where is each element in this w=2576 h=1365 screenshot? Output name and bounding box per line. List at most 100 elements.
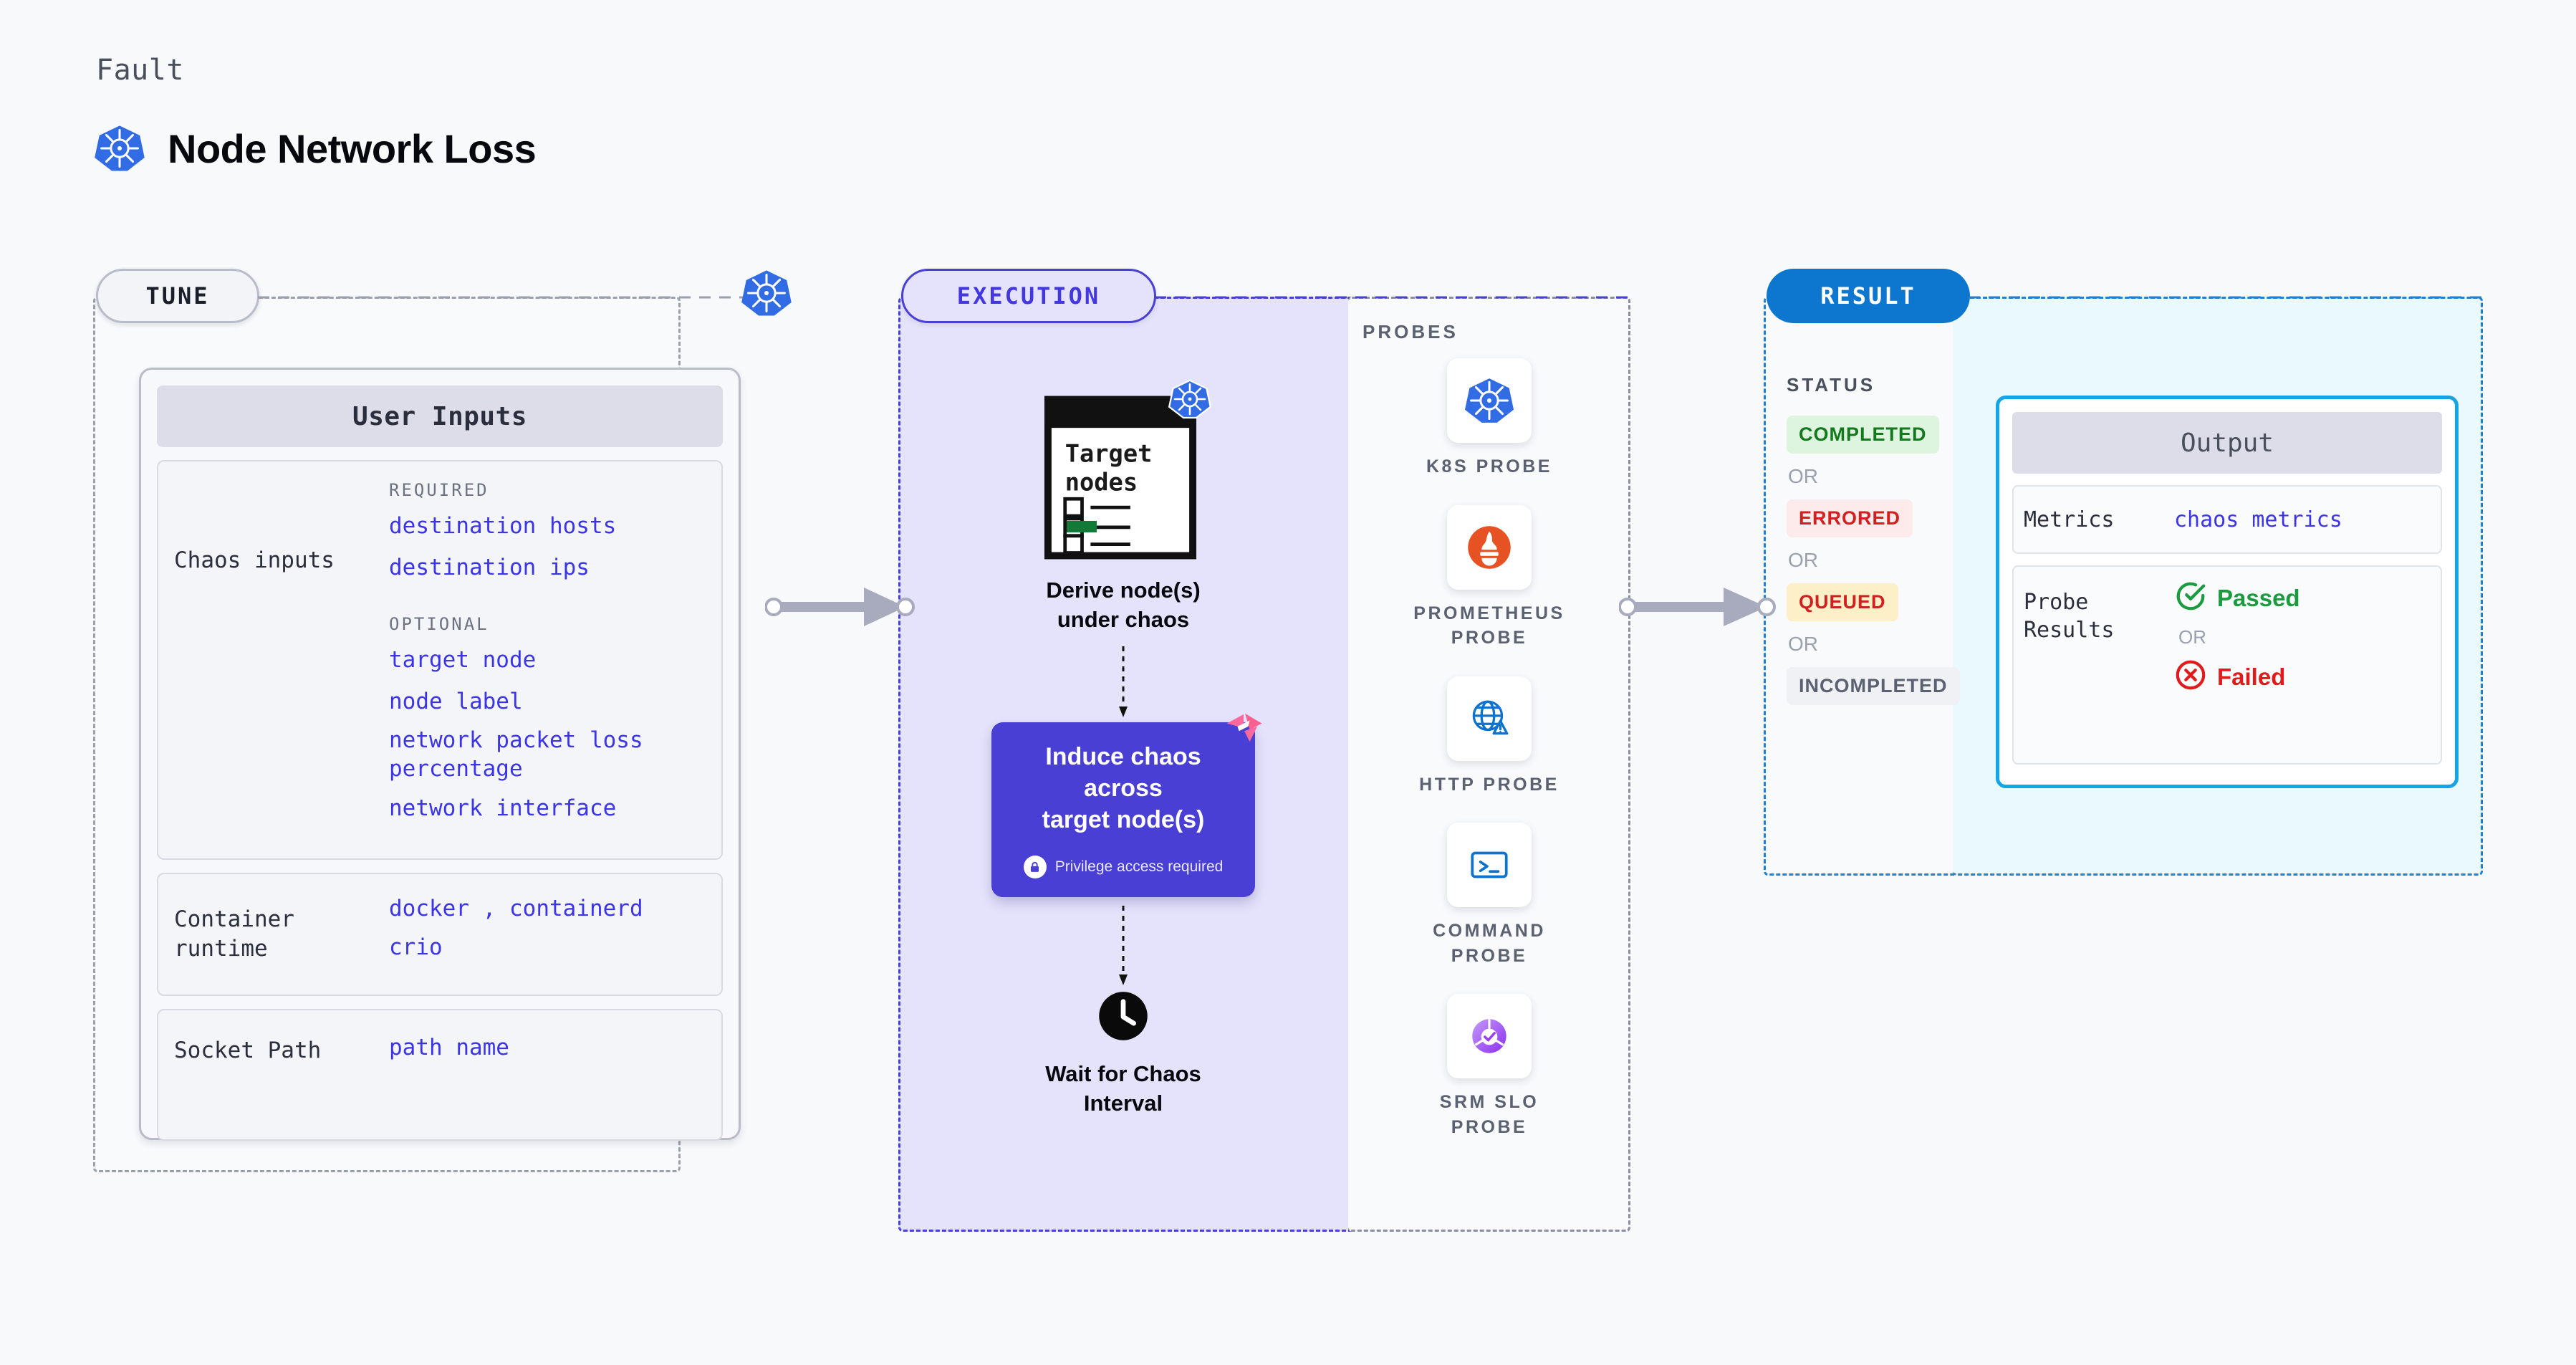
chaos-inputs-section: Chaos inputs REQUIRED destination hosts … bbox=[157, 460, 723, 860]
probe-label-http: HTTP PROBE bbox=[1419, 772, 1559, 798]
input-target-node[interactable]: target node bbox=[389, 646, 537, 673]
probe-k8s-line1: K8S PROBE bbox=[1426, 456, 1552, 476]
failed-label: Failed bbox=[2217, 663, 2286, 690]
terminal-icon bbox=[1447, 823, 1532, 907]
stage-label-result[interactable]: RESULT bbox=[1767, 269, 1970, 323]
probe-results-label-line2: Results bbox=[2024, 618, 2115, 643]
kubernetes-icon bbox=[1167, 376, 1213, 422]
green-progress-bar bbox=[1067, 521, 1097, 532]
runtime-docker[interactable]: docker bbox=[389, 895, 469, 921]
connector-tune-to-execution bbox=[765, 582, 915, 632]
connector-execution-to-result bbox=[1619, 582, 1777, 632]
status-list: COMPLETED OR ERRORED OR QUEUED OR INCOMP… bbox=[1787, 416, 1994, 705]
probe-prom-line2: PROBE bbox=[1451, 628, 1528, 648]
probe-item-http[interactable]: HTTP PROBE bbox=[1396, 676, 1582, 798]
kubernetes-icon bbox=[93, 122, 146, 175]
runtime-crio[interactable]: crio bbox=[389, 934, 443, 960]
probes-list: K8S PROBE PROMETHEUS PROBE bbox=[1348, 358, 1630, 1139]
derive-nodes-step: Target nodes bbox=[1042, 379, 1211, 562]
induce-chaos-title: Induce chaos across target node(s) bbox=[1007, 741, 1239, 836]
runtime-separator: , bbox=[482, 895, 496, 921]
status-badge-errored[interactable]: ERRORED bbox=[1787, 499, 1913, 537]
http-globe-icon bbox=[1447, 676, 1532, 761]
svg-text:nodes: nodes bbox=[1065, 468, 1138, 496]
metrics-value[interactable]: chaos metrics bbox=[2174, 507, 2342, 532]
page-title: Node Network Loss bbox=[168, 125, 537, 171]
probe-result-passed: Passed bbox=[2174, 580, 2431, 616]
status-badge-incompleted[interactable]: INCOMPLETED bbox=[1787, 667, 1960, 705]
probe-label-srm-slo: SRM SLO PROBE bbox=[1440, 1090, 1539, 1139]
privilege-note-row: Privilege access required bbox=[1023, 856, 1224, 879]
probe-prom-line1: PROMETHEUS bbox=[1413, 603, 1565, 623]
probe-results-row: Probe Results Passed OR bbox=[2012, 565, 2442, 765]
status-or-2: OR bbox=[1788, 549, 1818, 571]
required-kicker: REQUIRED bbox=[389, 480, 489, 500]
probe-label-k8s: K8S PROBE bbox=[1426, 454, 1552, 479]
input-network-interface[interactable]: network interface bbox=[389, 795, 617, 821]
flow-arrow-2 bbox=[1119, 906, 1128, 986]
result-pill-connector bbox=[1969, 294, 2484, 300]
status-or-3: OR bbox=[1788, 633, 1818, 655]
probe-cmd-line2: PROBE bbox=[1451, 945, 1528, 966]
user-inputs-title: User Inputs bbox=[157, 385, 723, 447]
container-runtime-label: Container runtime bbox=[174, 906, 294, 962]
input-network-packet-loss-percentage[interactable]: network packet loss percentage bbox=[389, 727, 643, 782]
input-node-label[interactable]: node label bbox=[389, 688, 523, 714]
chaos-title-line2: target node(s) bbox=[1042, 806, 1205, 834]
kubernetes-icon bbox=[740, 267, 793, 320]
passed-label: Passed bbox=[2217, 584, 2300, 611]
stage-label-tune[interactable]: TUNE bbox=[96, 269, 259, 323]
probe-http-line1: HTTP PROBE bbox=[1419, 774, 1559, 795]
probes-title: PROBES bbox=[1363, 321, 1458, 343]
execution-flow: Target nodes bbox=[898, 297, 1348, 1232]
wait-caption-line2: Interval bbox=[1083, 1091, 1163, 1116]
chaos-inputs-label: Chaos inputs bbox=[174, 547, 335, 573]
probe-label-prometheus: PROMETHEUS PROBE bbox=[1413, 601, 1565, 651]
target-nodes-document-icon: Target nodes bbox=[1044, 396, 1197, 560]
probe-srm-line2: PROBE bbox=[1451, 1116, 1528, 1137]
probe-result-failed: Failed bbox=[2174, 658, 2431, 695]
status-or-1: OR bbox=[1788, 465, 1818, 487]
check-circle-icon bbox=[2174, 580, 2207, 616]
probe-item-srm-slo[interactable]: SRM SLO PROBE bbox=[1396, 994, 1582, 1139]
tune-pill-connector bbox=[258, 294, 759, 300]
kubernetes-icon bbox=[1447, 358, 1532, 443]
probe-item-command[interactable]: COMMAND PROBE bbox=[1396, 823, 1582, 968]
clock-icon bbox=[1097, 990, 1149, 1045]
probe-result-or: OR bbox=[2178, 626, 2206, 648]
induce-chaos-step[interactable]: Induce chaos across target node(s) Privi… bbox=[991, 713, 1262, 898]
status-badge-queued[interactable]: QUEUED bbox=[1787, 583, 1898, 621]
input-destination-hosts[interactable]: destination hosts bbox=[389, 513, 617, 539]
user-inputs-card: User Inputs Chaos inputs REQUIRED destin… bbox=[139, 368, 741, 1141]
prometheus-icon bbox=[1447, 504, 1532, 590]
harness-logo-icon bbox=[1219, 704, 1268, 752]
status-title: STATUS bbox=[1787, 374, 1876, 396]
metrics-row: Metrics chaos metrics bbox=[2012, 485, 2442, 554]
page-header: Node Network Loss bbox=[93, 122, 537, 175]
socket-path-section: Socket Path path name bbox=[157, 1009, 723, 1141]
metrics-label: Metrics bbox=[2024, 507, 2115, 532]
execution-pill-connector bbox=[1155, 294, 1632, 300]
privilege-note-text: Privilege access required bbox=[1054, 858, 1224, 876]
probe-cmd-line1: COMMAND bbox=[1433, 921, 1546, 941]
probe-label-command: COMMAND PROBE bbox=[1433, 919, 1546, 968]
probe-item-prometheus[interactable]: PROMETHEUS PROBE bbox=[1396, 504, 1582, 651]
probe-results-label-line1: Probe bbox=[2024, 590, 2089, 615]
derive-nodes-caption: Derive node(s) under chaos bbox=[1046, 576, 1200, 635]
socket-path-label: Socket Path bbox=[174, 1038, 322, 1063]
x-circle-icon bbox=[2174, 658, 2207, 695]
wait-chaos-caption: Wait for Chaos Interval bbox=[1045, 1060, 1201, 1119]
chaos-title-line1: Induce chaos across bbox=[1045, 742, 1201, 802]
stage-label-execution[interactable]: EXECUTION bbox=[901, 269, 1156, 323]
runtime-containerd[interactable]: containerd bbox=[509, 895, 643, 921]
status-badge-completed[interactable]: COMPLETED bbox=[1787, 416, 1939, 454]
probe-results-label: Probe Results bbox=[2024, 580, 2174, 644]
input-destination-ips[interactable]: destination ips bbox=[389, 555, 590, 581]
page-eyebrow: Fault bbox=[96, 54, 184, 87]
srm-slo-icon bbox=[1447, 994, 1532, 1078]
svg-text:Target: Target bbox=[1065, 440, 1153, 468]
probe-srm-line1: SRM SLO bbox=[1439, 1092, 1539, 1112]
probe-item-k8s[interactable]: K8S PROBE bbox=[1396, 358, 1582, 479]
socket-path-value[interactable]: path name bbox=[389, 1035, 509, 1060]
